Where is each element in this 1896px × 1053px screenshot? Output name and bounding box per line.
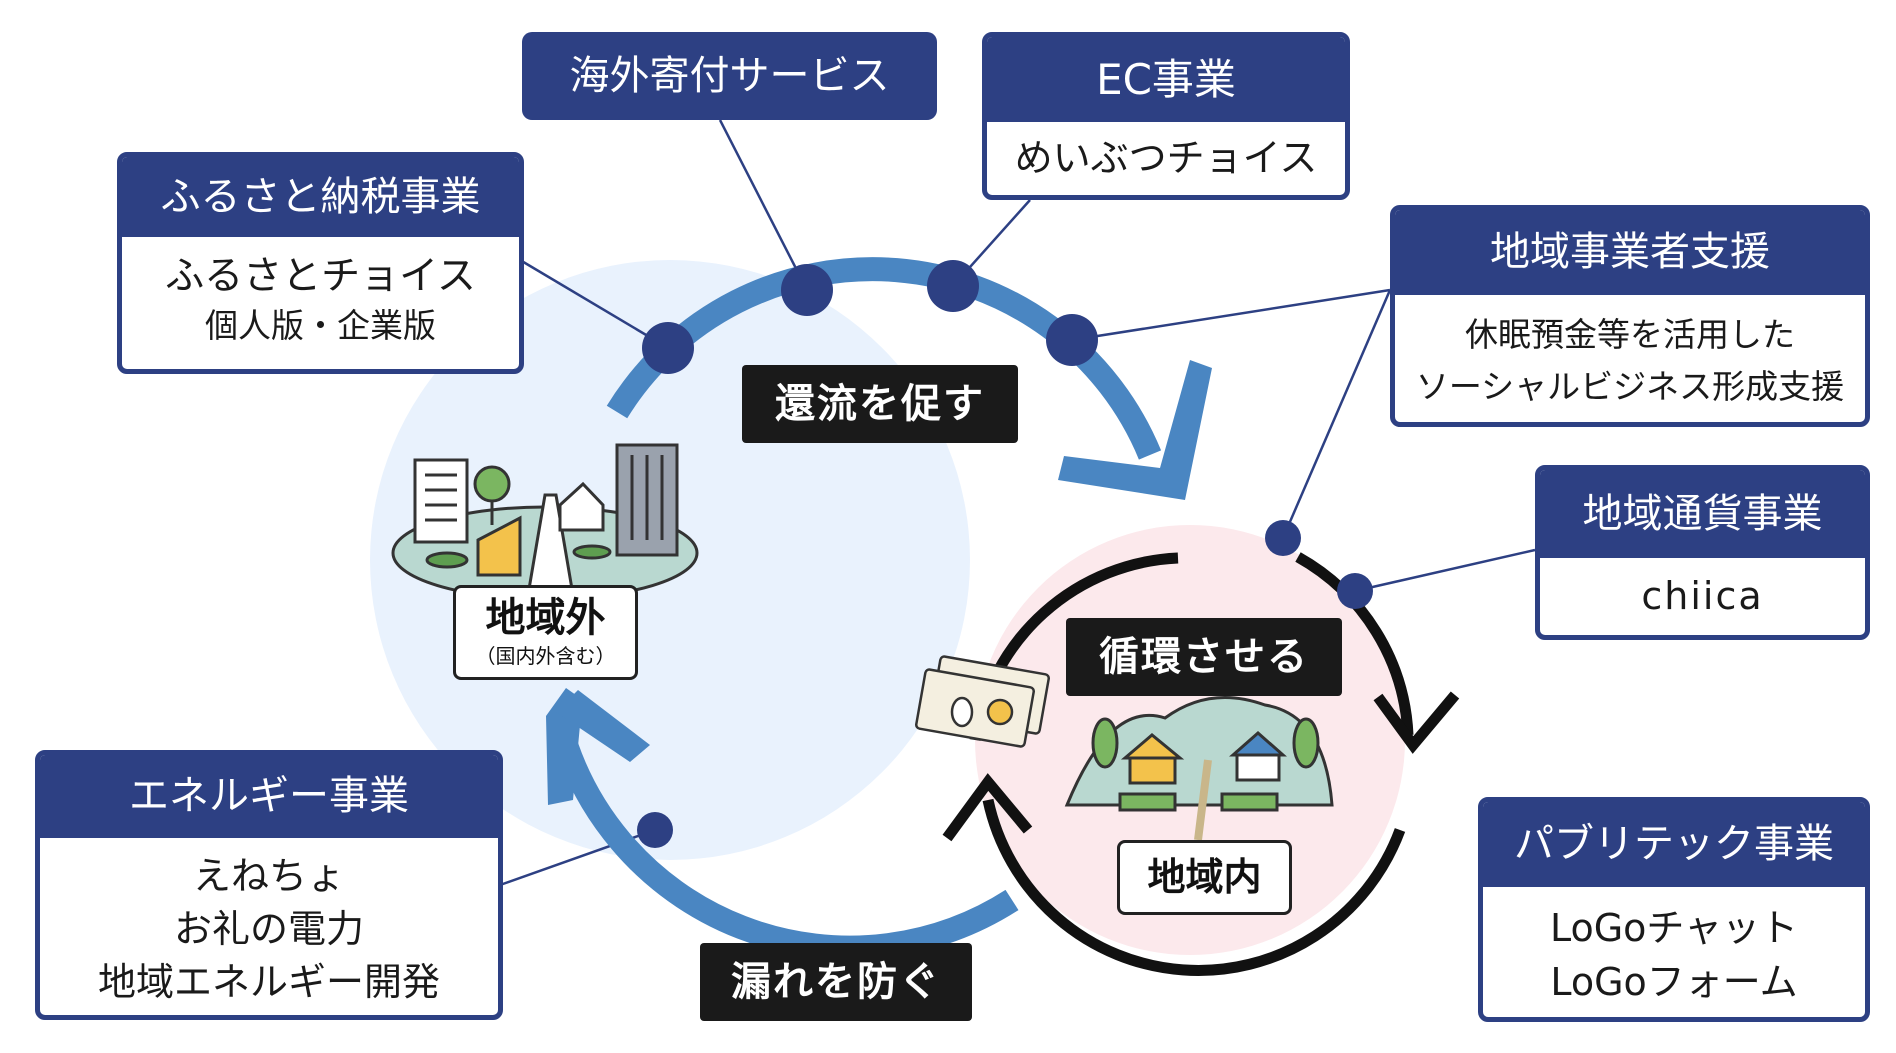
box-line: ふるさとチョイス — [165, 254, 476, 299]
box-line: LoGoフォーム — [1550, 960, 1798, 1004]
box-title: EC事業 — [987, 37, 1345, 122]
box-title: パブリテック事業 — [1483, 802, 1865, 887]
box-title: ふるさと納税事業 — [122, 157, 519, 237]
box-publitech: パブリテック事業 LoGoチャット LoGoフォーム — [1478, 797, 1870, 1022]
box-overseas-donation: 海外寄付サービス — [522, 32, 937, 120]
box-title: エネルギー事業 — [40, 755, 498, 838]
return-tag: 還流を促す — [742, 365, 1018, 443]
box-line: LoGoチャット — [1549, 906, 1799, 950]
box-line: めいぶつチョイス — [1014, 136, 1318, 180]
circulate-arrow-bottom — [982, 798, 1406, 976]
box-line: 地域エネルギー開発 — [97, 960, 440, 1004]
outside-area-note: （国内外含む） — [475, 644, 616, 668]
circulate-arrow-right — [1295, 552, 1414, 736]
outside-area-label: 地域外 （国内外含む） — [453, 585, 638, 680]
box-local-currency: 地域通貨事業 chiica — [1535, 465, 1870, 640]
box-title: 海外寄付サービス — [522, 32, 937, 120]
village-icon — [1064, 695, 1334, 841]
leak-arrow — [548, 721, 1019, 960]
circulate-tag: 循環させる — [1066, 618, 1342, 696]
box-line: えねちょ — [192, 854, 345, 898]
box-title: 地域事業者支援 — [1395, 210, 1865, 295]
box-local-business-support: 地域事業者支援 休眠預金等を活用した ソーシャルビジネス形成支援 — [1390, 205, 1870, 427]
city-icon — [391, 443, 699, 601]
inside-area-label: 地域内 — [1117, 840, 1292, 915]
box-line: chiica — [1641, 574, 1764, 618]
circulate-arrowhead-left — [942, 773, 1033, 842]
banknote-icon — [915, 655, 1050, 748]
circulate-arrowhead-right — [1373, 691, 1460, 754]
box-line: お礼の電力 — [173, 907, 364, 951]
box-line: 休眠預金等を活用した — [1465, 315, 1795, 354]
connection-dots — [637, 260, 1373, 848]
return-arrowhead — [1058, 360, 1212, 500]
box-title: 地域通貨事業 — [1540, 470, 1865, 558]
outside-area-title: 地域外 — [485, 595, 606, 641]
box-ec: EC事業 めいぶつチョイス — [982, 32, 1350, 200]
box-energy: エネルギー事業 えねちょ お礼の電力 地域エネルギー開発 — [35, 750, 503, 1020]
box-line: ソーシャルビジネス形成支援 — [1415, 367, 1845, 406]
prevent-leak-tag: 漏れを防ぐ — [700, 943, 972, 1021]
box-line: 個人版・企業版 — [205, 306, 436, 345]
box-furusato: ふるさと納税事業 ふるさとチョイス 個人版・企業版 — [117, 152, 524, 374]
